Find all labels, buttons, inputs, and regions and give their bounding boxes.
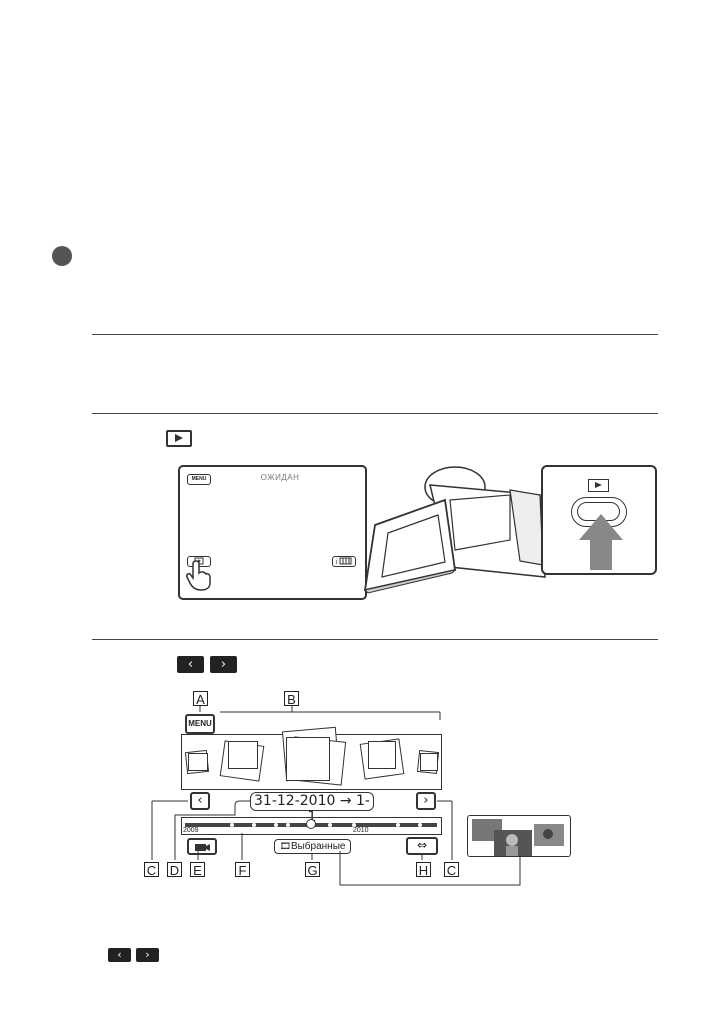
- year-label-start: 2009: [183, 827, 199, 834]
- callout-b: B: [284, 691, 299, 707]
- camcorder-illustration: [363, 466, 546, 594]
- step-bullet: [52, 246, 72, 266]
- divider: [92, 413, 658, 414]
- year-label-end: 2010: [353, 827, 369, 834]
- camera-mode-icon: [195, 844, 210, 851]
- callout-leaders: [151, 800, 521, 886]
- view-switch-button[interactable]: ⇔: [406, 837, 438, 855]
- hand-pointer-icon: [186, 560, 211, 591]
- menu-label: MENU: [188, 719, 212, 728]
- divider: [92, 334, 658, 335]
- menu-label: MENU: [191, 476, 207, 482]
- index-view-button[interactable]: i: [332, 556, 356, 567]
- timeline-cursor[interactable]: [306, 819, 316, 829]
- prev-nav-icon-bottom: ‹: [108, 948, 131, 962]
- favorites-preview-inset: [467, 815, 571, 857]
- svg-text:i: i: [336, 559, 338, 565]
- next-nav-icon: ›: [210, 656, 237, 673]
- prev-nav-icon: ‹: [177, 656, 204, 673]
- next-nav-icon-bottom: ›: [136, 948, 159, 962]
- callout-f: F: [235, 862, 250, 878]
- event-thumbnails-strip[interactable]: [181, 726, 442, 790]
- callout-d: D: [167, 862, 182, 878]
- divider: [92, 639, 658, 640]
- callout-a: A: [193, 691, 208, 707]
- photo-thumbnails: [472, 819, 564, 856]
- camera-lcd-screen: MENU ОЖИДАН i: [178, 465, 367, 600]
- callout-c: C: [144, 862, 159, 878]
- camera-mode-button[interactable]: [187, 838, 217, 855]
- menu-button[interactable]: MENU: [187, 474, 211, 485]
- prev-event-button[interactable]: ‹: [190, 792, 210, 810]
- callout-h: H: [416, 862, 431, 878]
- callout-leader-b: [199, 706, 441, 720]
- favorites-icon: 🎞: [279, 841, 291, 851]
- next-event-button[interactable]: ›: [416, 792, 436, 810]
- favorites-label: Выбранные: [290, 841, 346, 852]
- callout-c-right: C: [444, 862, 459, 878]
- press-arrow-icon: [579, 514, 623, 570]
- index-menu-button[interactable]: MENU: [185, 714, 215, 734]
- callout-g: G: [305, 862, 320, 878]
- index-icon: i: [336, 557, 352, 566]
- status-text: ОЖИДАН: [260, 473, 300, 482]
- play-button-icon: [166, 430, 192, 447]
- play-button-zoom-inset: [541, 465, 657, 575]
- play-icon: [588, 479, 609, 492]
- callout-e: E: [190, 862, 205, 878]
- timeline-bar[interactable]: 2009 2010: [181, 817, 442, 835]
- swap-arrows-icon: ⇔: [416, 838, 428, 852]
